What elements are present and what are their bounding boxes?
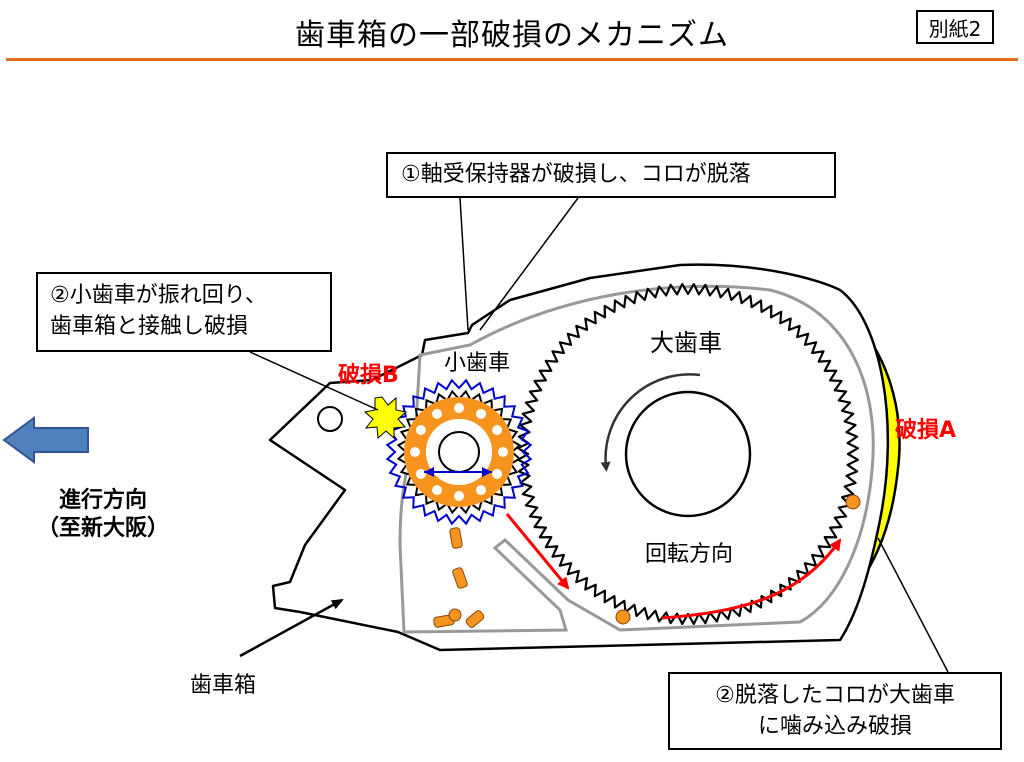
- large-gear-bore: [624, 390, 752, 518]
- damage-b-label: 破損B: [338, 363, 399, 388]
- callout-pinion-contact: ②小歯車が振れ回り、 歯車箱と接触し破損: [36, 272, 332, 352]
- bearing-roller: [498, 447, 508, 457]
- bearing-roller: [432, 408, 442, 419]
- pinion-gear: [385, 378, 533, 526]
- bearing-roller: [454, 491, 464, 501]
- damage-a-label: 破損A: [895, 418, 957, 443]
- bearing-roller: [492, 425, 503, 435]
- bearing-roller: [415, 469, 426, 479]
- roller: [465, 610, 485, 628]
- callout-1-leader: [459, 197, 469, 331]
- page-title: 歯車箱の一部破損のメカニズム: [295, 18, 729, 53]
- rotation-direction-label: 回転方向: [645, 542, 734, 567]
- callout-text: に噛み込み破損: [757, 714, 912, 739]
- starburst-icon: [363, 396, 408, 440]
- large-gear: [517, 283, 859, 625]
- left-arrow-icon: [2, 416, 89, 464]
- callout-text: ②小歯車が振れ回り、: [50, 283, 267, 308]
- callout-text: 歯車箱と接触し破損: [50, 314, 249, 339]
- callout-1-leader: [479, 197, 579, 331]
- travel-direction-label: 進行方向: [58, 488, 147, 513]
- roller: [845, 494, 861, 510]
- counterclockwise-arrow-icon: [600, 373, 701, 472]
- bearing-roller: [432, 485, 442, 496]
- callout-2-leader: [249, 351, 379, 411]
- large-gear-label: 大歯車: [650, 329, 722, 357]
- roller: [449, 527, 463, 549]
- bearing-roller: [492, 469, 503, 479]
- bearing-roller: [410, 447, 420, 457]
- callout-text: ①軸受保持器が破損し、コロが脱落: [401, 162, 751, 187]
- callout-bearing-failure: ①軸受保持器が破損し、コロが脱落: [386, 152, 836, 198]
- travel-destination-label: （至新大阪）: [36, 516, 169, 541]
- gearbox-label: 歯車箱: [190, 673, 257, 698]
- mounting-hole: [317, 406, 343, 432]
- roller-path-arrow: [661, 538, 842, 620]
- roller: [615, 609, 631, 625]
- title-divider: [6, 58, 1018, 61]
- bearing-roller: [454, 403, 464, 413]
- callout-3-leader: [877, 537, 949, 673]
- roller: [448, 608, 462, 622]
- callout-roller-jam: ②脱落したコロが大歯車 に噛み込み破損: [668, 672, 1002, 750]
- small-gear-label: 小歯車: [444, 351, 511, 376]
- gearbox-pointer-arrow: [239, 598, 344, 658]
- pinion-shaft: [438, 431, 480, 473]
- roller: [452, 567, 468, 589]
- callout-text: ②脱落したコロが大歯車: [715, 683, 955, 708]
- roller-path-arrow: [505, 513, 570, 590]
- bearing-roller: [476, 485, 486, 496]
- fallen-rollers: [433, 494, 861, 628]
- attachment-label: 別紙2: [916, 10, 994, 44]
- bearing-roller: [476, 408, 486, 419]
- bearing-roller: [415, 425, 426, 435]
